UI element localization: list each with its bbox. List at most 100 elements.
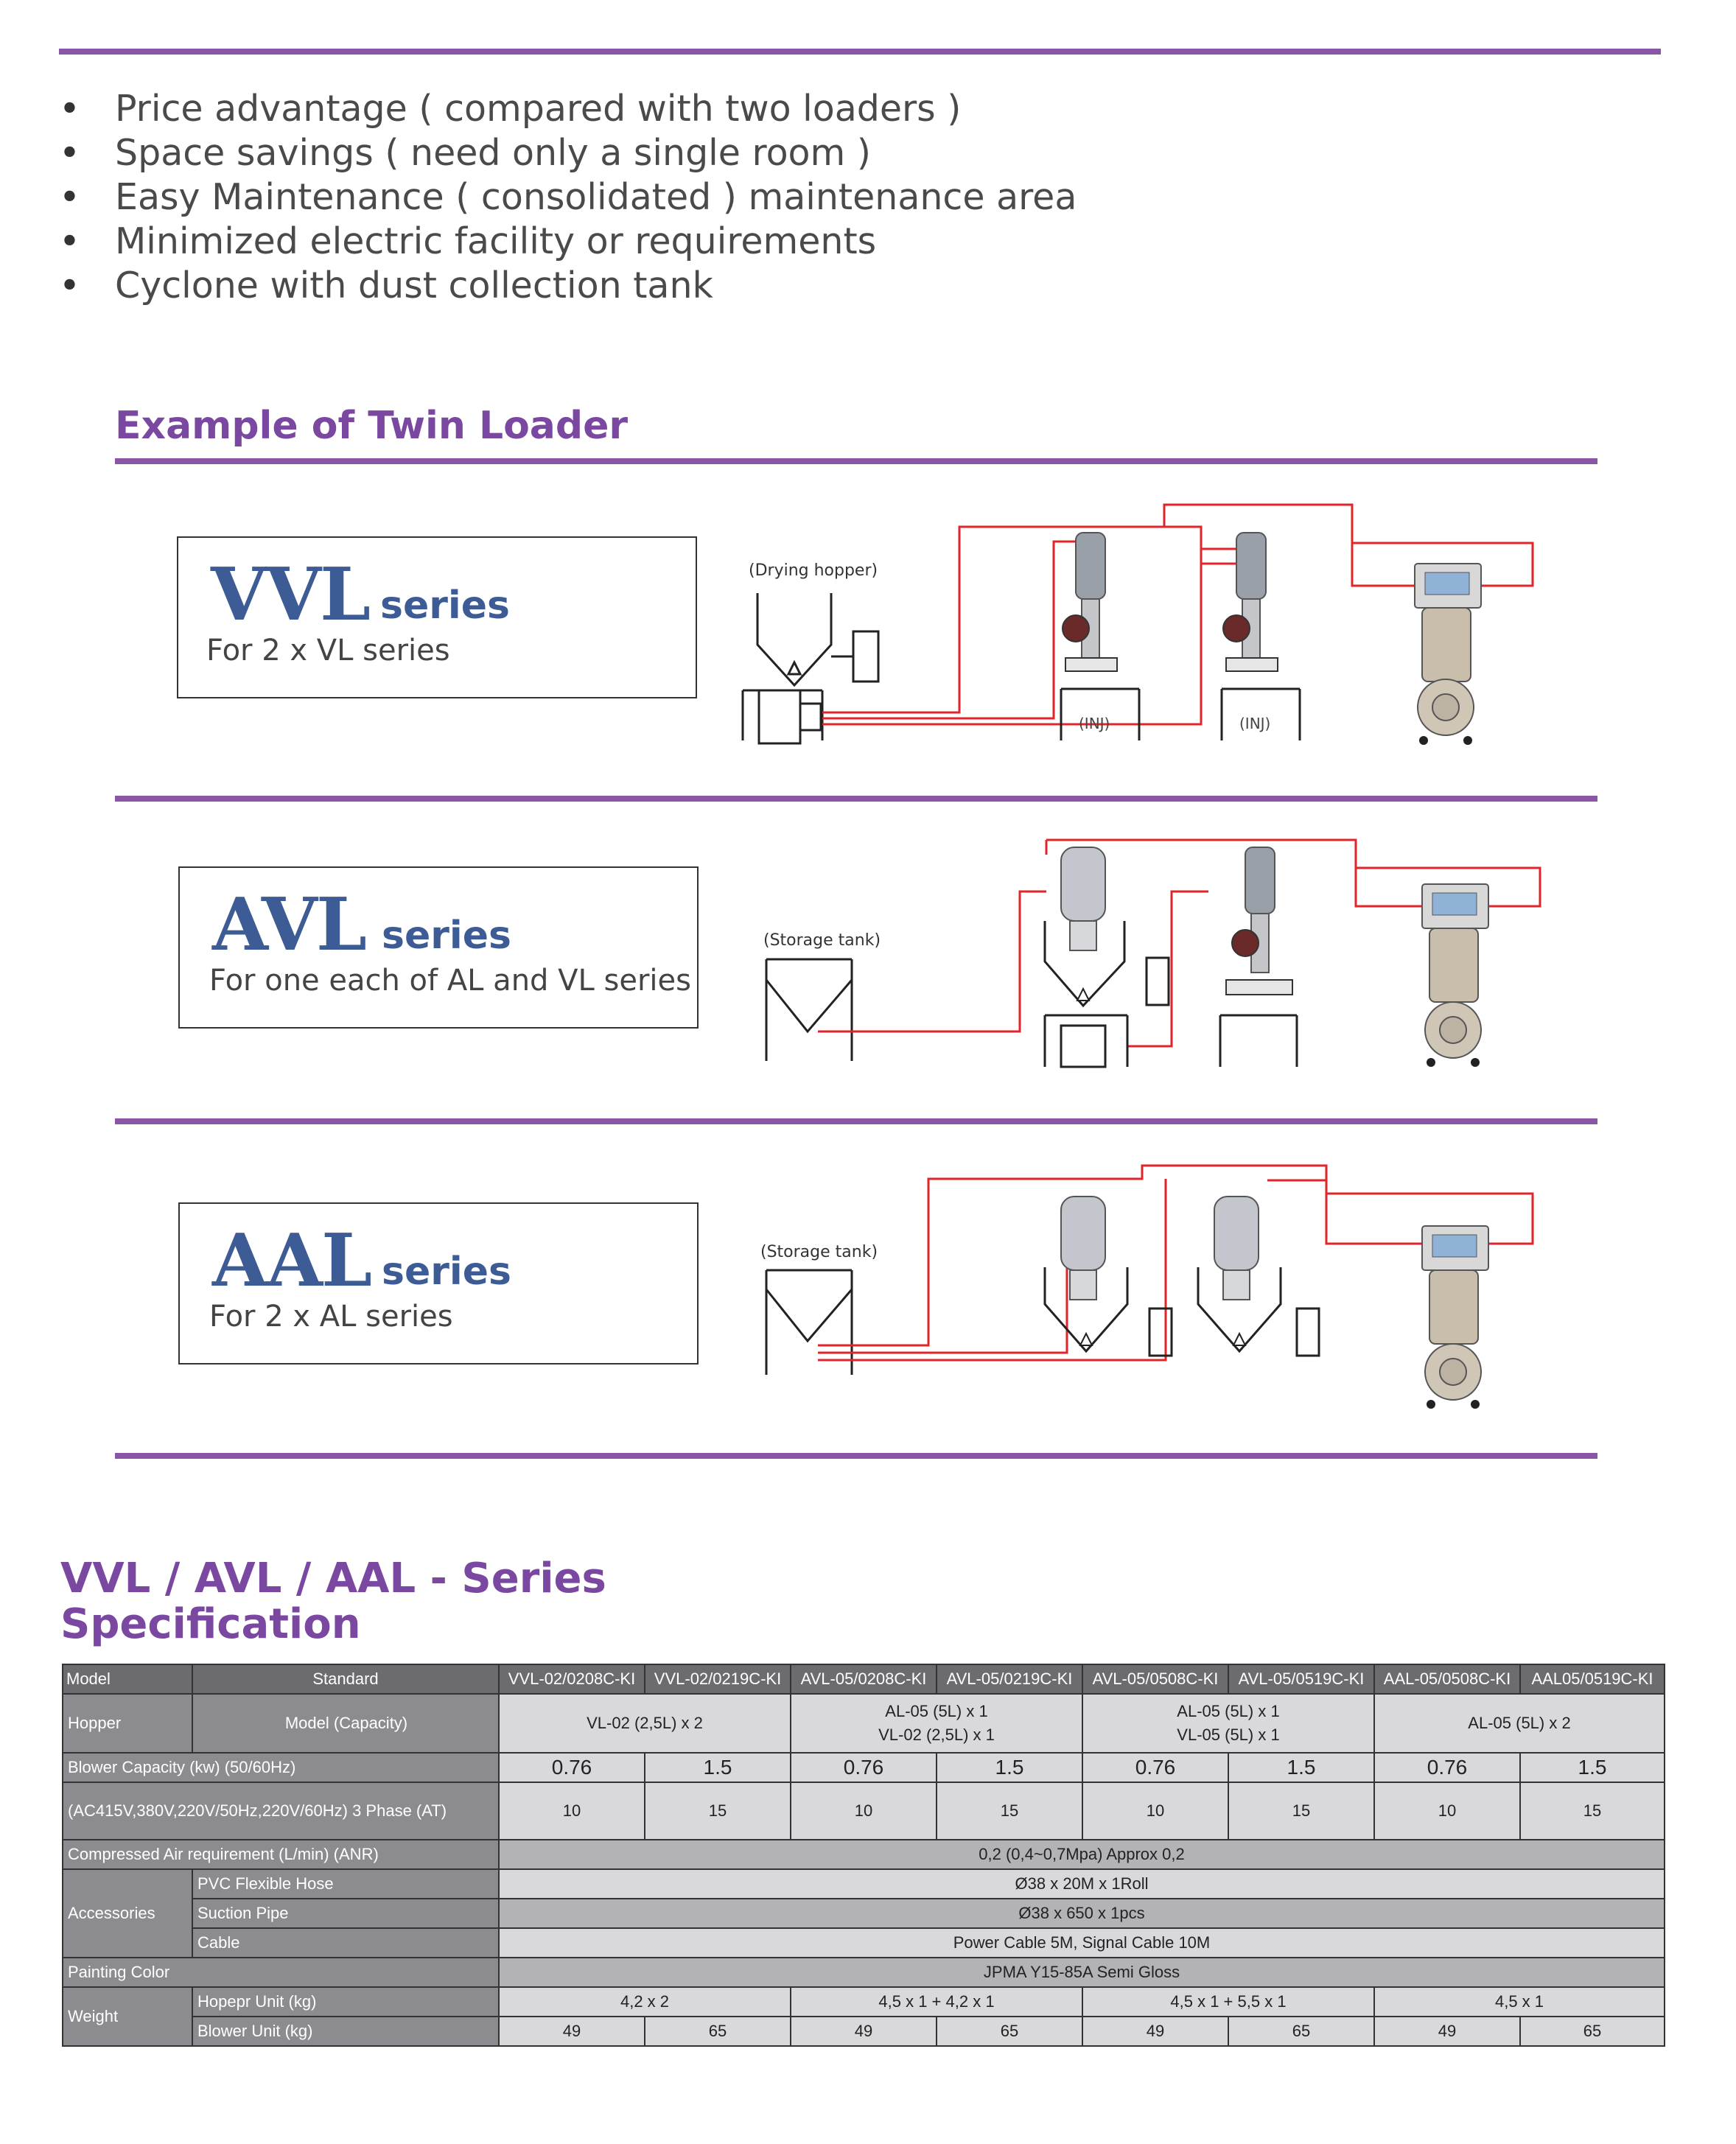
voltage-cell: 15 [1519,1782,1665,1840]
hopper-line: VL-02 (2,5L) x 1 [878,1726,995,1744]
voltage-label: (AC415V,380V,220V/50Hz,220V/60Hz) 3 Phas… [62,1782,500,1840]
model-cell: AVL-05/0508C-KI [1082,1664,1229,1695]
storage-tank-label: (Storage tank) [763,931,881,950]
air-value: 0,2 (0,4~0,7Mpa) Approx 0,2 [498,1839,1665,1870]
blower-cell: 1.5 [644,1752,791,1783]
blower-unit [1414,563,1482,745]
spec-heading: VVL / AVL / AAL - Series [60,1555,606,1602]
hopper-line: AL-05 (5L) x 1 [1177,1702,1280,1720]
feature-item: Cyclone with dust collection tank [57,264,1077,308]
cable-value: Power Cable 5M, Signal Cable 10M [498,1927,1665,1958]
loader-unit-al [1043,847,1170,1068]
weight-blower-cell: 65 [936,2016,1083,2047]
table-row-voltage: (AC415V,380V,220V/50Hz,220V/60Hz) 3 Phas… [62,1782,1665,1840]
model-label: Model [62,1664,193,1695]
hose-value: Ø38 x 20M x 1Roll [498,1868,1665,1899]
spec-table: Model Standard VVL-02/0208C-KI VVL-02/02… [62,1664,1665,2047]
spec-subheading: Specification [60,1600,361,1648]
table-header-row: Model Standard VVL-02/0208C-KI VVL-02/02… [62,1664,1665,1695]
model-cell: AVL-05/0219C-KI [936,1664,1083,1695]
voltage-cell: 10 [1082,1782,1229,1840]
weight-hopper-cell: 4,5 x 1 + 4,2 x 1 [790,1986,1083,2017]
series-word: series [380,584,510,628]
blower-label: Blower Capacity (kw) (50/60Hz) [62,1752,500,1783]
red-piping [818,1164,1534,1362]
inj-label: (INJ) [1239,715,1270,732]
weight-hopper-cell: 4,5 x 1 [1373,1986,1665,2017]
weight-hopper-label: Hopepr Unit (kg) [192,1986,500,2017]
hopper-line: AL-05 (5L) x 1 [885,1702,988,1720]
hopper-aal: AL-05 (5L) x 2 [1373,1693,1665,1754]
blower-cell: 1.5 [936,1752,1083,1783]
feature-item: Price advantage ( compared with two load… [57,87,1077,131]
series-subtitle: For one each of AL and VL series [209,964,691,998]
section-divider [115,1118,1597,1124]
table-row-weight-hopper: Weight Hopepr Unit (kg) 4,2 x 2 4,5 x 1 … [62,1986,1665,2047]
blower-cell: 1.5 [1228,1752,1375,1783]
series-subtitle: For 2 x VL series [206,634,450,668]
blower-cell: 1.5 [1519,1752,1665,1783]
blower-cell: 0.76 [790,1752,937,1783]
vvl-series-box: VVL series For 2 x VL series [177,536,697,698]
hopper-vvl: VL-02 (2,5L) x 2 [498,1693,791,1754]
model-cell: AAL-05/0508C-KI [1373,1664,1521,1695]
red-piping [822,503,1534,726]
paint-value: JPMA Y15-85A Semi Gloss [498,1957,1665,1988]
weight-blower-cell: 49 [790,2016,937,2047]
feature-item: Easy Maintenance ( consolidated ) mainte… [57,175,1077,220]
accessories-label: Accessories [62,1868,193,1958]
loader-unit-al-2 [1197,1196,1320,1357]
weight-hopper-cell: 4,5 x 1 + 5,5 x 1 [1082,1986,1375,2017]
table-row-pipe: Suction Pipe Ø38 x 650 x 1pcs [63,1898,1665,1929]
series-word: series [382,914,511,958]
hopper-avl-b: AL-05 (5L) x 1 VL-05 (5L) x 1 [1082,1693,1375,1754]
weight-hopper-cell: 4,2 x 2 [498,1986,791,2017]
voltage-cell: 10 [790,1782,937,1840]
model-cell: VVL-02/0208C-KI [498,1664,645,1695]
weight-blower-label: Blower Unit (kg) [192,2016,500,2047]
example-heading: Example of Twin Loader [115,404,629,448]
storage-tank-label: (Storage tank) [760,1243,878,1261]
storage-tank [765,1269,853,1375]
table-row-hopper: Hopper Model (Capacity) VL-02 (2,5L) x 2… [62,1693,1665,1754]
voltage-cell: 15 [1228,1782,1375,1840]
weight-blower-cell: 65 [644,2016,791,2047]
weight-blower-cell: 49 [1373,2016,1521,2047]
air-label: Compressed Air requirement (L/min) (ANR) [62,1839,500,1870]
table-row-blower: Blower Capacity (kw) (50/60Hz) 0.76 1.5 … [62,1752,1665,1783]
voltage-cell: 10 [1373,1782,1521,1840]
vvl-diagram: (Drying hopper) (INJ) (INJ) [741,503,1534,745]
loader-unit-vl [1219,847,1298,1067]
blower-cell: 0.76 [1082,1752,1229,1783]
hopper-line: VL-05 (5L) x 1 [1177,1726,1280,1744]
feature-item: Space savings ( need only a single room … [57,131,1077,175]
example-divider [115,458,1597,464]
loader-unit-2: (INJ) [1220,532,1301,740]
hopper-sub-label: Model (Capacity) [192,1693,500,1754]
table-row-hose: Accessories PVC Flexible Hose Ø38 x 20M … [62,1868,1665,1958]
hopper-avl-a: AL-05 (5L) x 1 VL-02 (2,5L) x 1 [790,1693,1083,1754]
voltage-cell: 10 [498,1782,645,1840]
feature-item: Minimized electric facility or requireme… [57,220,1077,264]
voltage-cell: 15 [936,1782,1083,1840]
weight-blower-cell: 65 [1228,2016,1375,2047]
series-code: VVL [211,553,371,637]
series-code: AAL [212,1219,372,1303]
inj-label: (INJ) [1079,715,1110,732]
blower-cell: 0.76 [498,1752,645,1783]
feature-list: Price advantage ( compared with two load… [57,87,1077,308]
avl-series-box: AVL series For one each of AL and VL ser… [178,866,699,1029]
table-row-weight-blower: Blower Unit (kg) 49 65 49 65 49 65 49 65 [63,2016,1665,2047]
section-divider [115,1453,1597,1459]
weight-blower-cell: 65 [1519,2016,1665,2047]
pipe-label: Suction Pipe [192,1898,500,1929]
loader-unit-1: (INJ) [1060,532,1141,740]
section-divider [115,796,1597,802]
voltage-cell: 15 [644,1782,791,1840]
aal-series-box: AAL series For 2 x AL series [178,1202,699,1364]
avl-diagram: (Storage tank) [763,838,1541,1068]
table-row-air: Compressed Air requirement (L/min) (ANR)… [62,1839,1665,1870]
hose-label: PVC Flexible Hose [192,1868,500,1899]
model-cell: AVL-05/0208C-KI [790,1664,937,1695]
paint-label: Painting Color [62,1957,500,1988]
